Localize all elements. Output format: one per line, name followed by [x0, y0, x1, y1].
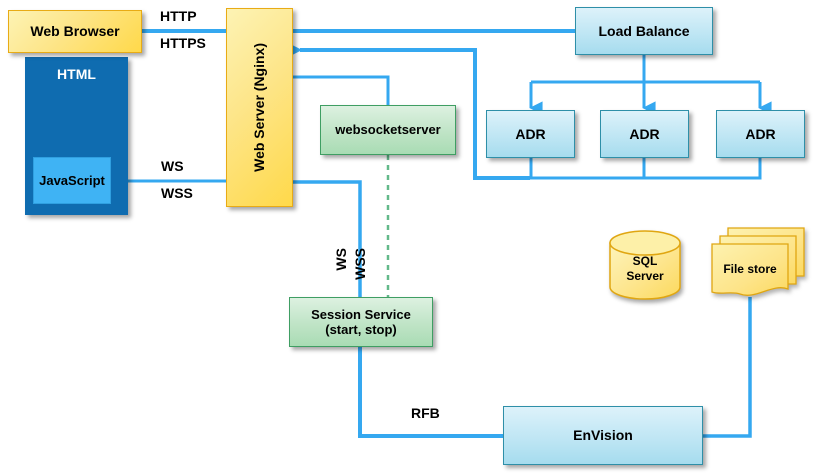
session-service-label-line2: (start, stop): [325, 322, 397, 337]
rfb-text: RFB: [411, 405, 440, 421]
edge-envision-to-file-store: [703, 297, 752, 438]
websocketserver-node[interactable]: websocketserver: [320, 105, 456, 155]
envision-label: EnVision: [573, 427, 633, 444]
javascript-label: JavaScript: [39, 172, 105, 188]
adr-node-2[interactable]: ADR: [600, 110, 689, 158]
wss-session-text: WSS: [352, 248, 368, 280]
wss-browser-text: WSS: [161, 185, 193, 201]
adr-node-3[interactable]: ADR: [716, 110, 805, 158]
edge-label-wss-session: WSS: [352, 248, 368, 280]
sql-server-label-line1: SQL: [632, 254, 658, 268]
websocketserver-label: websocketserver: [335, 122, 441, 138]
adr-label-2: ADR: [629, 125, 660, 142]
edge-label-https: HTTPS: [160, 35, 206, 51]
edge-nginx-to-session-service: [293, 180, 362, 297]
adr-label-3: ADR: [745, 125, 776, 142]
load-balance-label: Load Balance: [598, 22, 690, 39]
sql-server-label-line2: Server: [626, 269, 664, 283]
stacked-document-shape: [711, 227, 805, 296]
file-store-node[interactable]: File store: [710, 226, 806, 300]
ws-browser-text: WS: [161, 158, 184, 174]
session-service-node[interactable]: Session Service (start, stop): [289, 297, 433, 347]
web-server-nginx-node[interactable]: Web Server (Nginx): [226, 8, 293, 207]
html-label: HTML: [57, 66, 96, 82]
adr-node-1[interactable]: ADR: [486, 110, 575, 158]
session-service-label-line1: Session Service: [311, 306, 411, 322]
web-browser-label: Web Browser: [30, 23, 120, 40]
file-store-label: File store: [723, 262, 777, 276]
edge-label-http: HTTP: [160, 8, 197, 24]
web-server-nginx-label: Web Server (Nginx): [251, 43, 268, 172]
edge-adr-3-down: [530, 158, 762, 180]
web-browser-node[interactable]: Web Browser: [8, 10, 142, 53]
https-text: HTTPS: [160, 35, 206, 51]
edge-adr-return-to-nginx: [284, 41, 530, 180]
edge-nginx-to-websocketserver: [293, 75, 390, 105]
envision-node[interactable]: EnVision: [503, 406, 703, 465]
cylinder-shape: [609, 230, 681, 300]
edge-label-wss-browser: WSS: [161, 185, 193, 201]
adr-label-1: ADR: [515, 125, 546, 142]
http-text: HTTP: [160, 8, 197, 24]
edge-label-ws-session: WS: [333, 248, 349, 271]
edge-label-ws-browser: WS: [161, 158, 184, 174]
edge-session-service-to-envision: [358, 347, 503, 438]
load-balance-node[interactable]: Load Balance: [575, 7, 713, 55]
sql-server-node[interactable]: SQL Server: [608, 230, 682, 300]
ws-session-text: WS: [333, 248, 349, 271]
javascript-node[interactable]: JavaScript: [33, 157, 111, 204]
edge-label-rfb: RFB: [411, 405, 440, 421]
